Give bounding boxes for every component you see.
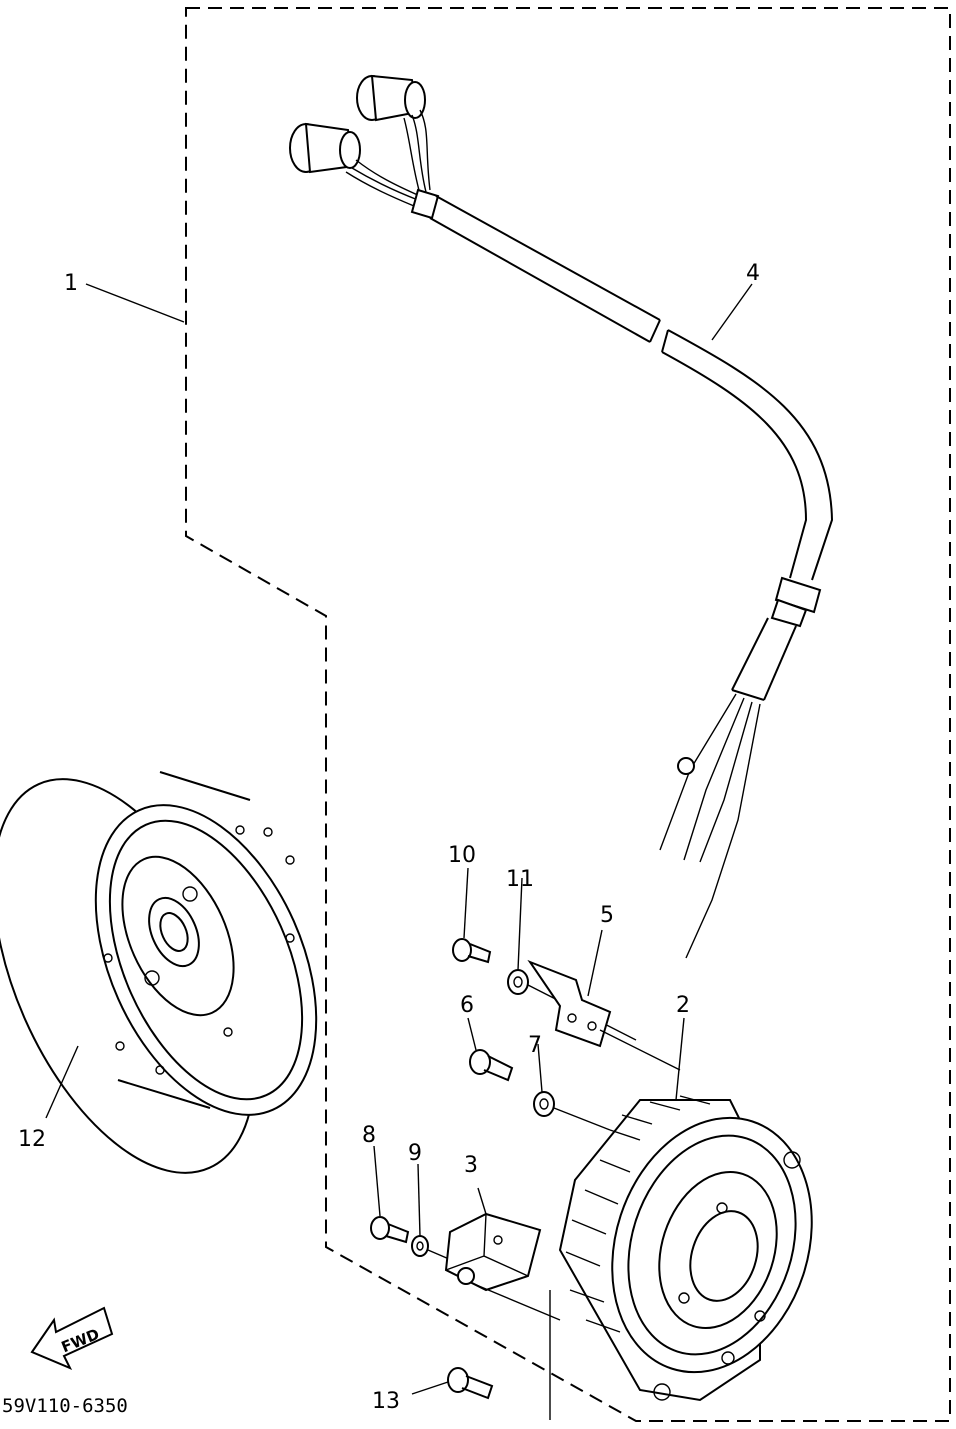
callout-5: 5 xyxy=(600,903,614,928)
wire-harness xyxy=(289,74,834,959)
part-3-coil xyxy=(444,1212,561,1321)
flywheel-rotor xyxy=(0,771,318,1174)
part-6-screw xyxy=(469,1049,514,1082)
callout-3: 3 xyxy=(464,1153,478,1178)
connector-b xyxy=(289,122,421,207)
callout-10: 10 xyxy=(448,843,476,868)
assembly-boundary-dashed xyxy=(185,7,951,1422)
stator-assembly xyxy=(558,1095,813,1402)
callout-1: 1 xyxy=(64,271,78,296)
leader-lines xyxy=(45,283,753,1420)
callout-11: 11 xyxy=(506,867,534,892)
part-7-washer xyxy=(533,1091,611,1131)
callout-13: 13 xyxy=(372,1389,400,1414)
callout-7: 7 xyxy=(528,1033,542,1058)
fwd-arrow-icon: FWD xyxy=(30,1306,114,1370)
part-13-screw xyxy=(447,1367,494,1400)
part-10-screw xyxy=(452,938,492,964)
part-5-clamp xyxy=(527,959,681,1071)
connector-a xyxy=(356,74,431,195)
callout-12: 12 xyxy=(18,1127,46,1152)
part-8-screw xyxy=(370,1216,410,1244)
callout-8: 8 xyxy=(362,1123,376,1148)
callout-6: 6 xyxy=(460,993,474,1018)
drawing-code: 59V110-6350 xyxy=(2,1395,128,1417)
callout-2: 2 xyxy=(676,993,690,1018)
callout-4: 4 xyxy=(746,261,760,286)
part-9-washer xyxy=(411,1235,457,1263)
callout-9: 9 xyxy=(408,1141,422,1166)
